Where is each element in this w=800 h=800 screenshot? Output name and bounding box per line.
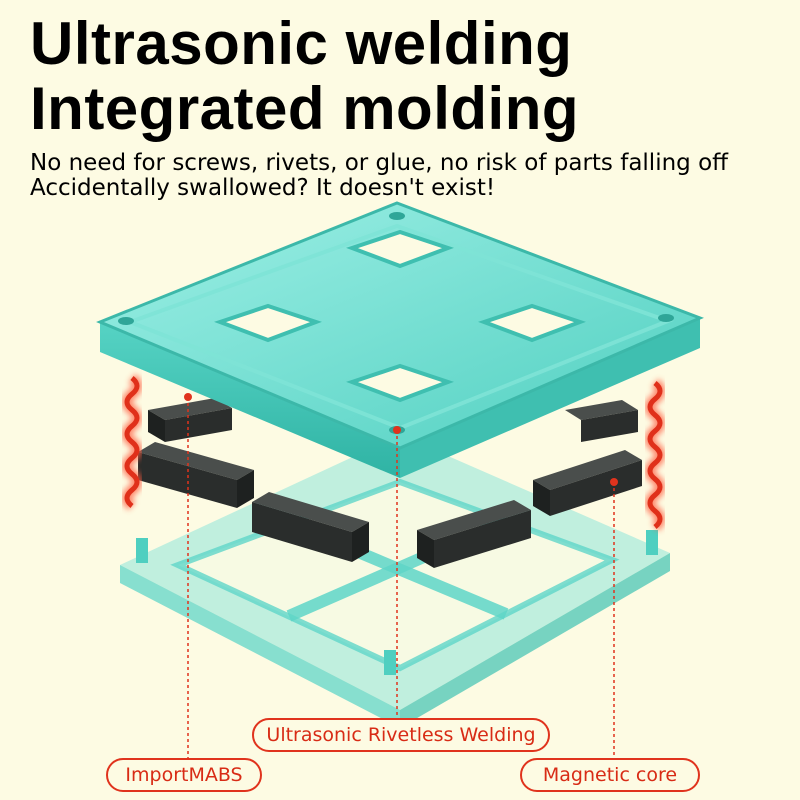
subtext-line-1: No need for screws, rivets, or glue, no … xyxy=(30,150,728,176)
top-frame xyxy=(96,201,704,478)
callout-abs-material: ImportMABS xyxy=(106,758,262,792)
headline-line-1: Ultrasonic welding xyxy=(30,10,573,77)
callout-magnetic-core: Magnetic core xyxy=(520,758,700,792)
callout-ultrasonic-welding: Ultrasonic Rivetless Welding xyxy=(252,718,550,752)
magnets xyxy=(138,398,642,568)
welding-waves xyxy=(121,373,666,532)
headline-line-2: Integrated molding xyxy=(30,75,579,142)
subtext-line-2: Accidentally swallowed? It doesn't exist… xyxy=(30,175,496,201)
callout-leaders xyxy=(184,393,618,758)
